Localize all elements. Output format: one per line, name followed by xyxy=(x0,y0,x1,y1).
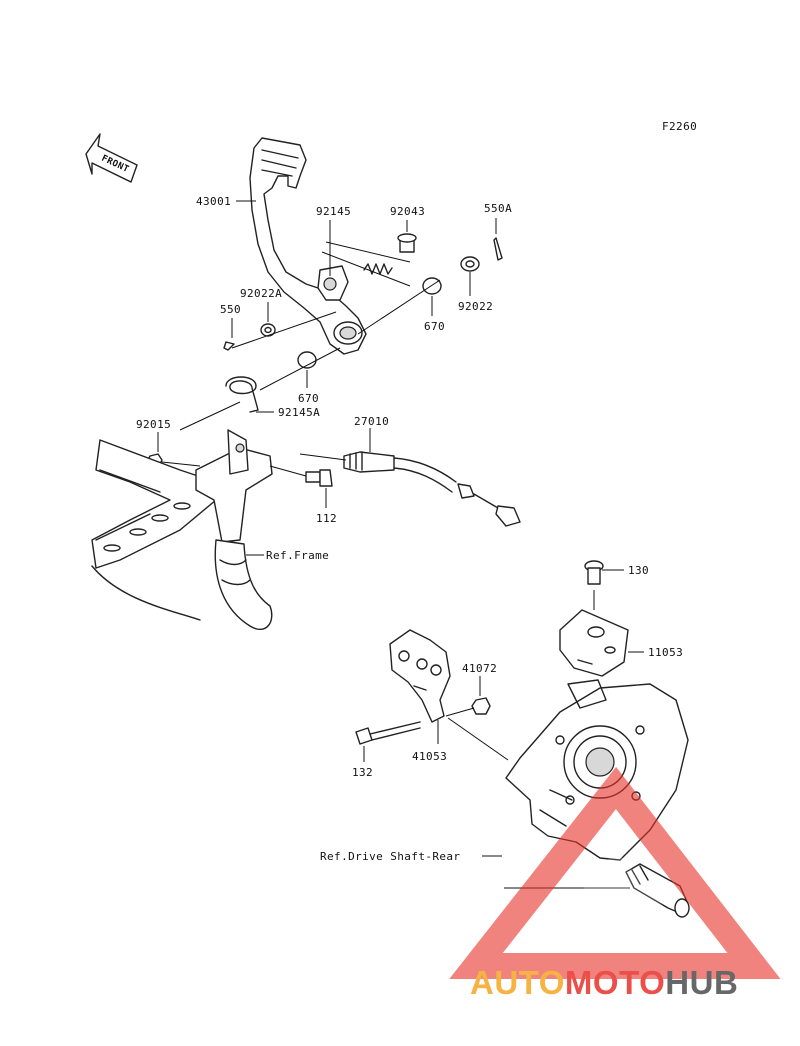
bolt-130 xyxy=(584,560,624,610)
label-92015: 92015 xyxy=(136,418,171,431)
bolt-132 xyxy=(355,721,421,762)
figure-code: F2260 xyxy=(662,120,697,133)
label-130: 130 xyxy=(628,564,649,577)
washer-92022 xyxy=(460,256,480,296)
label-132: 132 xyxy=(352,766,373,779)
label-92022a: 92022A xyxy=(240,287,282,300)
bracket-41053 xyxy=(389,629,509,761)
label-41053: 41053 xyxy=(412,750,447,763)
label-11053: 11053 xyxy=(648,646,683,659)
label-112: 112 xyxy=(316,512,337,525)
svg-text:AUTOMOTOHUB: AUTOMOTOHUB xyxy=(470,964,738,1001)
bolt-112 xyxy=(269,465,333,508)
logo-moto: MOTO xyxy=(565,964,665,1001)
label-ref-frame: Ref.Frame xyxy=(266,549,329,562)
nut-41072 xyxy=(445,676,491,717)
logo-hub: HUB xyxy=(665,964,738,1001)
label-27010: 27010 xyxy=(354,415,389,428)
label-ref-drive-shaft: Ref.Drive Shaft-Rear xyxy=(320,850,460,863)
label-670-lower: 670 xyxy=(298,392,319,405)
front-arrow-icon: FRONT xyxy=(85,133,138,183)
label-92145: 92145 xyxy=(316,205,351,218)
bracket-11053 xyxy=(559,609,644,677)
washer-92022a xyxy=(231,302,337,349)
cotter-pin-550a xyxy=(493,218,503,261)
label-670-upper: 670 xyxy=(424,320,445,333)
clevis-pin xyxy=(397,220,417,253)
automotohub-watermark: AUTOMOTOHUB xyxy=(449,766,781,1001)
brake-pedal xyxy=(249,137,367,355)
label-550a: 550A xyxy=(484,202,512,215)
o-ring-lower xyxy=(259,347,341,391)
return-spring xyxy=(321,241,411,287)
o-ring-upper xyxy=(357,277,442,335)
label-92022: 92022 xyxy=(458,300,493,313)
label-43001: 43001 xyxy=(196,195,231,208)
torsion-spring xyxy=(179,376,274,431)
brake-light-switch xyxy=(299,428,521,527)
label-92145a: 92145A xyxy=(278,406,320,419)
label-550: 550 xyxy=(220,303,241,316)
label-92043: 92043 xyxy=(390,205,425,218)
label-41072: 41072 xyxy=(462,662,497,675)
cotter-pin-550 xyxy=(223,318,235,351)
drive-shaft xyxy=(504,863,690,918)
logo-auto: AUTO xyxy=(470,964,565,1001)
frame-section xyxy=(91,429,273,631)
